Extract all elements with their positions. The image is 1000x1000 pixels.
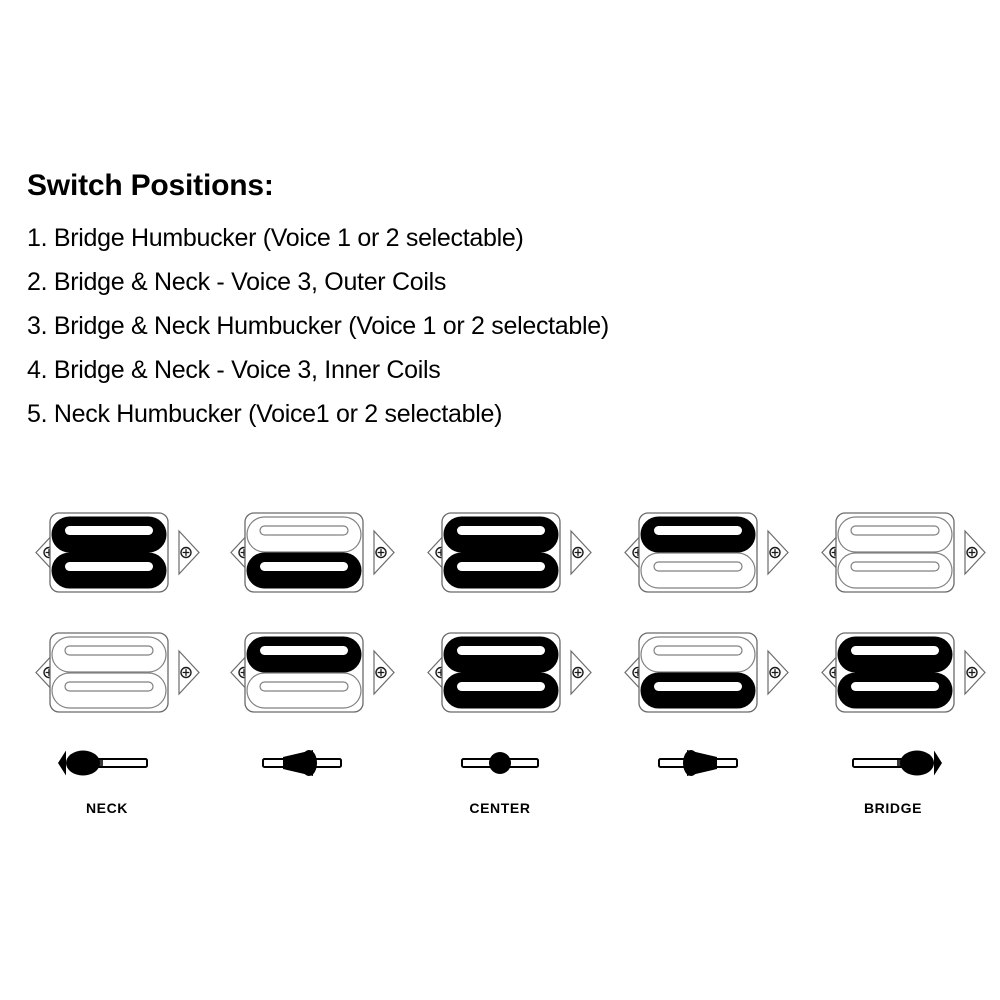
switch-lever-position-3[interactable]	[440, 745, 560, 781]
pickup-bridge-pickup-position-2	[225, 625, 400, 720]
page-title: Switch Positions:	[27, 169, 274, 202]
switch-lever-icon	[58, 750, 148, 776]
position-label-row: NECK CENTER BRIDGE	[0, 800, 1000, 824]
pickup-neck-pickup-position-5	[816, 505, 991, 600]
pickup-diagram-grid	[0, 505, 1000, 735]
pickup-bridge-pickup-position-1	[30, 625, 205, 720]
humbucker-icon	[624, 512, 789, 593]
pickup-neck-pickup-position-2	[225, 505, 400, 600]
switch-lever-row	[0, 745, 1000, 785]
switch-lever-position-2[interactable]	[243, 745, 363, 781]
position-label-bridge: BRIDGE	[863, 800, 923, 816]
humbucker-icon	[230, 512, 395, 593]
switch-lever-icon	[852, 750, 942, 776]
legend-line-3: 3. Bridge & Neck Humbucker (Voice 1 or 2…	[27, 311, 609, 340]
pickup-bridge-pickup-position-5	[816, 625, 991, 720]
pickup-bridge-pickup-position-4	[619, 625, 794, 720]
position-label-neck: NECK	[85, 800, 129, 816]
switch-positions-legend: Switch Positions: 1. Bridge Humbucker (V…	[27, 170, 957, 436]
switch-lever-position-5[interactable]	[833, 745, 953, 781]
pickup-neck-pickup-position-4	[619, 505, 794, 600]
humbucker-icon	[427, 512, 592, 593]
humbucker-icon	[230, 632, 395, 713]
humbucker-icon	[821, 632, 986, 713]
humbucker-icon	[821, 512, 986, 593]
legend-line-2: 2. Bridge & Neck - Voice 3, Outer Coils	[27, 267, 447, 296]
switch-lever-position-1[interactable]	[47, 745, 167, 781]
legend-line-4: 4. Bridge & Neck - Voice 3, Inner Coils	[27, 355, 441, 384]
switch-lever-position-4[interactable]	[637, 745, 757, 781]
humbucker-icon	[35, 632, 200, 713]
humbucker-icon	[35, 512, 200, 593]
humbucker-icon	[427, 632, 592, 713]
position-label-center: CENTER	[469, 800, 531, 816]
humbucker-icon	[624, 632, 789, 713]
legend-line-1: 1. Bridge Humbucker (Voice 1 or 2 select…	[27, 223, 524, 252]
pickup-neck-pickup-position-3	[422, 505, 597, 600]
switch-lever-icon	[262, 750, 342, 776]
legend-line-5: 5. Neck Humbucker (Voice1 or 2 selectabl…	[27, 399, 503, 428]
pickup-neck-pickup-position-1	[30, 505, 205, 600]
switch-lever-icon	[658, 750, 738, 776]
switch-lever-icon	[461, 752, 539, 774]
pickup-bridge-pickup-position-3	[422, 625, 597, 720]
